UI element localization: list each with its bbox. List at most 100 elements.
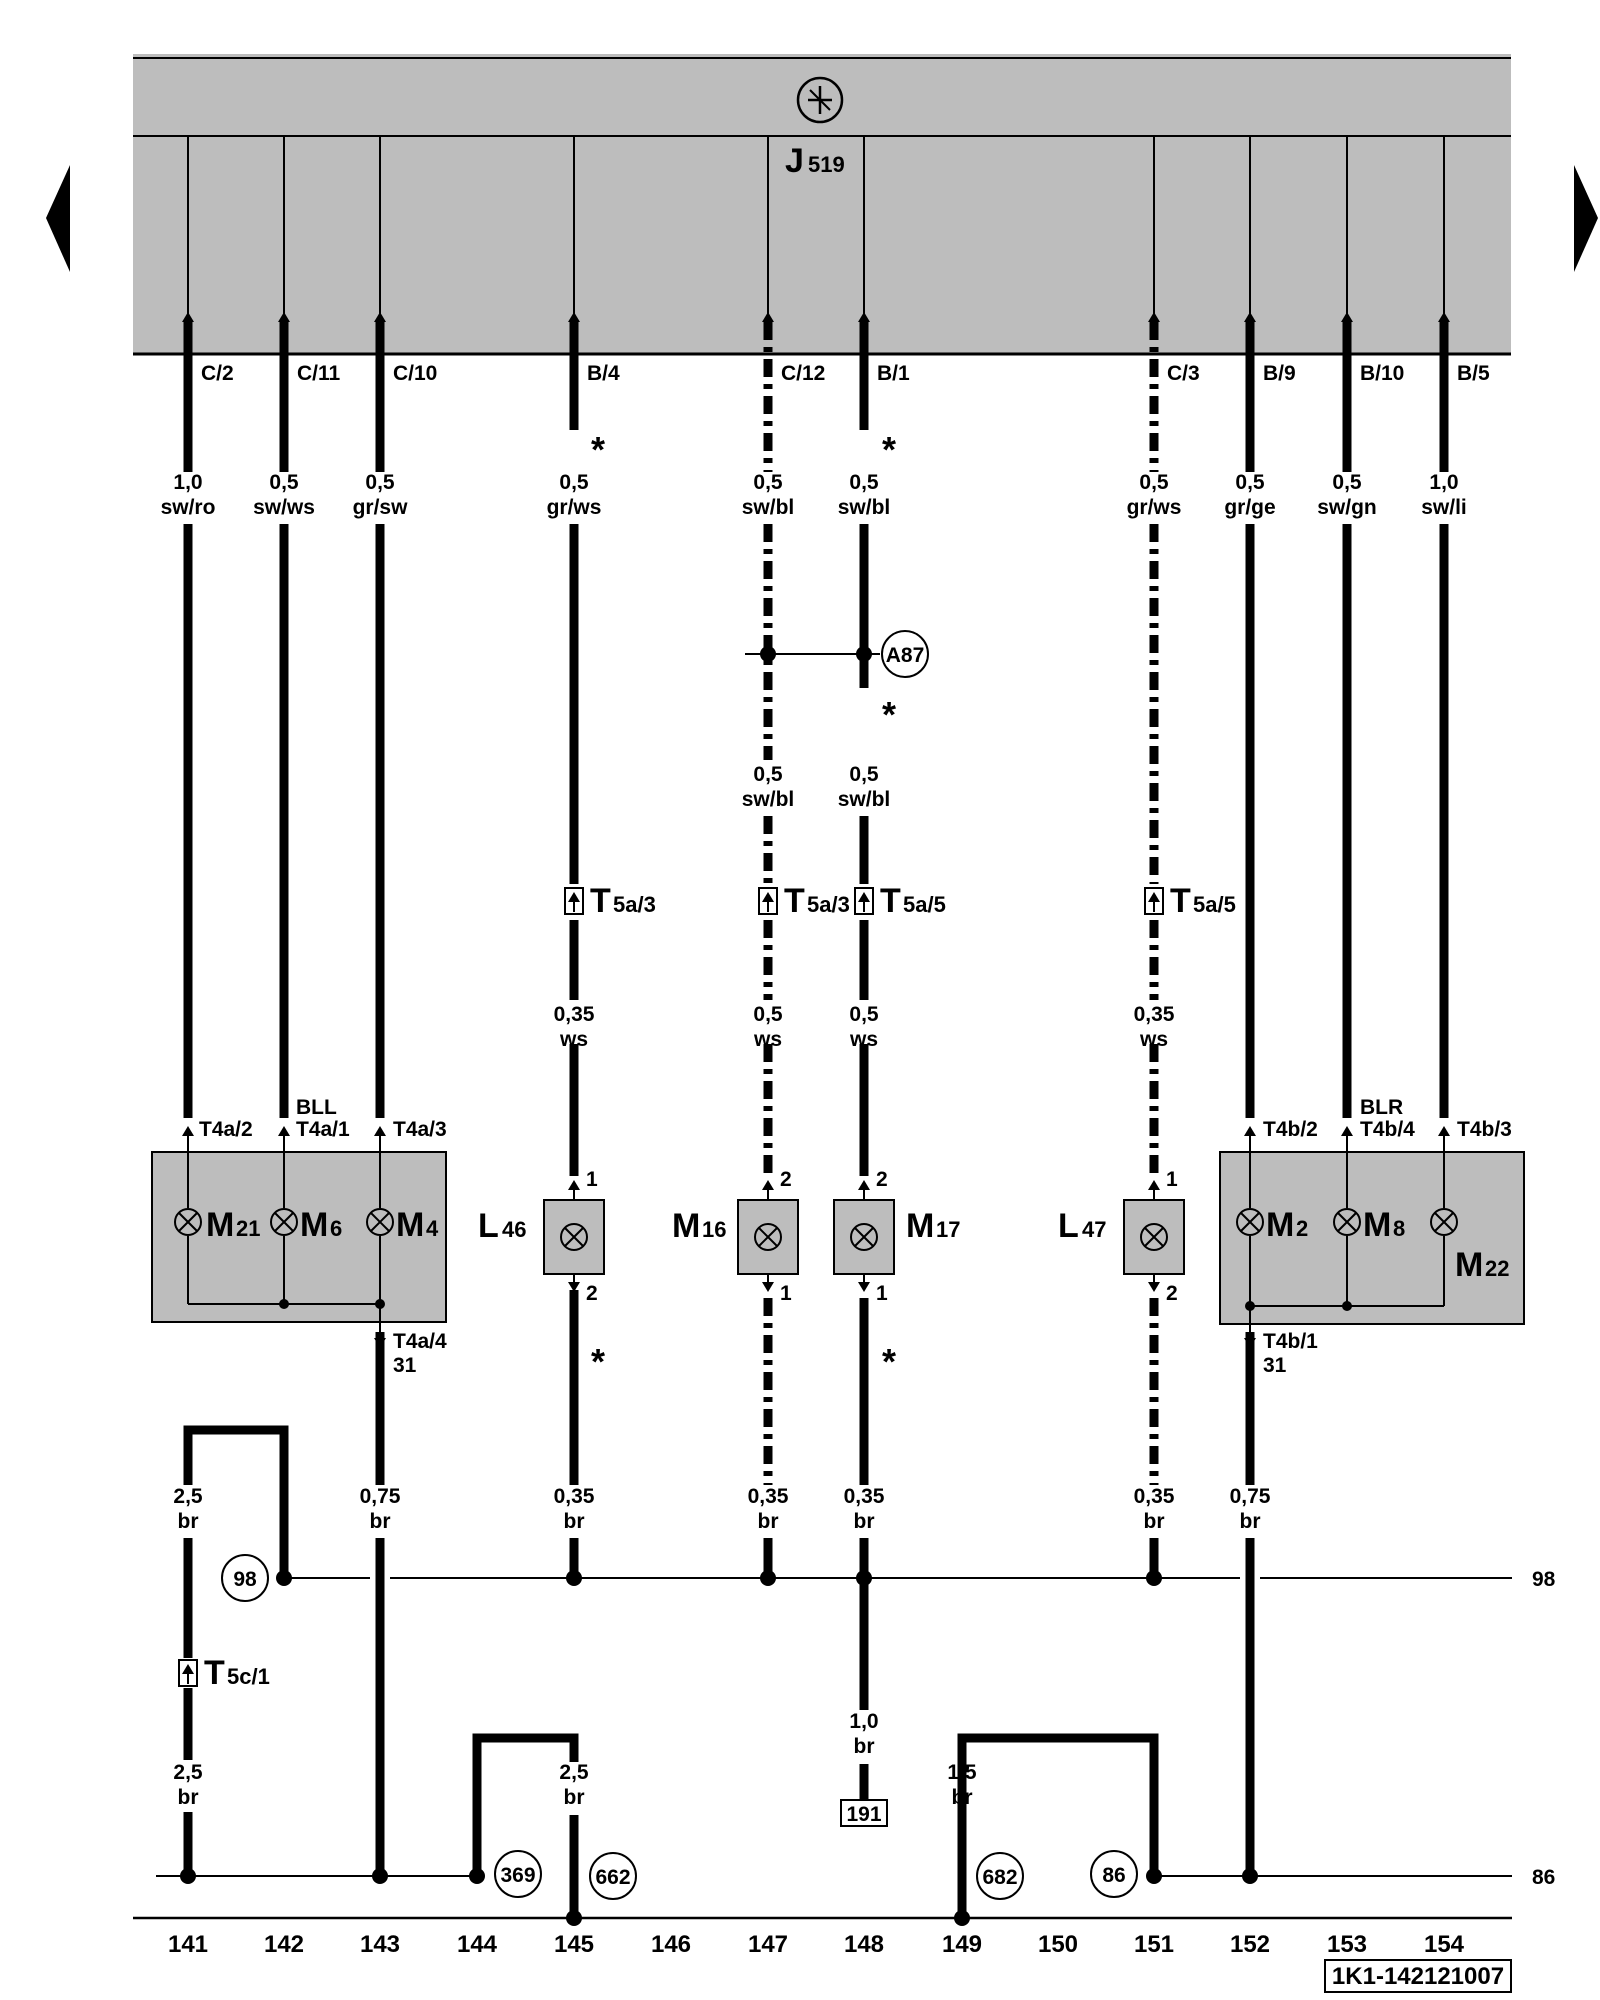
wire-color: sw/gn	[1317, 496, 1377, 519]
diagram-number-box: 1K1-142121007	[1324, 1959, 1512, 1993]
bulb-icon	[1333, 1208, 1361, 1236]
track-number: 150	[1038, 1931, 1078, 1958]
wire-gauge: 0,5	[753, 1003, 783, 1026]
bulb-sub: 4	[426, 1216, 439, 1241]
lamp-letter: M	[672, 1207, 700, 1245]
connector-t5a-letter: T	[784, 882, 805, 920]
ground-pin-label: T4b/1	[1263, 1330, 1318, 1353]
pin-label: T4a/3	[393, 1118, 447, 1141]
wire-color: gr/ws	[547, 496, 602, 519]
wire-color: sw/ro	[161, 496, 216, 519]
pin-number: 2	[780, 1168, 792, 1191]
ground-point-label: 662	[595, 1866, 630, 1889]
wire-color: br	[1144, 1510, 1165, 1533]
connector-t5a-sub: 5a/5	[1193, 892, 1236, 917]
wire-gauge: 2,5	[173, 1761, 203, 1784]
pin-label: C/2	[201, 362, 234, 385]
wire-color: br	[564, 1510, 585, 1533]
reference-box-191: 191	[840, 1799, 888, 1827]
wire-gauge: 0,5	[753, 763, 783, 786]
pin-label: T4b/4	[1360, 1118, 1415, 1141]
prev-page-arrow-icon[interactable]	[46, 165, 70, 272]
pin-number: 2	[876, 1168, 888, 1191]
asterisk-marker: *	[882, 694, 896, 735]
wire-gauge: 0,35	[1134, 1003, 1175, 1026]
wire-gauge: 0,5	[1332, 471, 1362, 494]
ground-bus-98: 98 98	[221, 1554, 1556, 1602]
next-page-arrow-icon[interactable]	[1574, 165, 1598, 272]
pin-label: B/1	[877, 362, 910, 385]
lamp-l46: L 46	[478, 1199, 605, 1275]
bulb-letter: M	[1363, 1206, 1391, 1244]
control-unit-j519: J 519	[133, 54, 1511, 356]
wire-gauge: 2,5	[173, 1485, 203, 1508]
wire-color: gr/ge	[1224, 496, 1275, 519]
track-number: 149	[942, 1931, 982, 1958]
lamp-sub: 47	[1082, 1217, 1106, 1242]
wire-color: br	[758, 1510, 779, 1533]
wire-color: sw/bl	[742, 496, 795, 519]
bulb-sub: 22	[1485, 1256, 1509, 1281]
wire-gauge: 1,0	[173, 471, 202, 494]
lamp-m16: M 16	[672, 1199, 799, 1275]
junction-label: A87	[886, 644, 925, 667]
bulb-letter: M	[300, 1206, 328, 1244]
wire-gauge: 0,35	[554, 1003, 595, 1026]
wire-gauge: 0,75	[1230, 1485, 1271, 1508]
wire-color: sw/bl	[742, 788, 795, 811]
bll-label: BLL	[296, 1096, 337, 1119]
wire-gauge: 0,5	[559, 471, 589, 494]
wire-gauge: 0,35	[554, 1485, 595, 1508]
connector-t5a-sub: 5a/3	[807, 892, 850, 917]
wire-gauge: 0,5	[849, 1003, 879, 1026]
connector-t5a-letter: T	[590, 882, 611, 920]
ground-point-label: 682	[982, 1866, 1017, 1889]
ground-terminal-label: 31	[393, 1354, 417, 1377]
right-lamp-group: M 2 M 8 M 22	[1219, 1151, 1525, 1332]
ground-symbol-icon	[796, 76, 844, 124]
pin-number: 1	[780, 1282, 792, 1305]
ground-point-label: 86	[1102, 1864, 1125, 1887]
bulb-sub: 8	[1393, 1216, 1405, 1241]
track-number: 147	[748, 1931, 788, 1958]
wire-color: br	[370, 1510, 391, 1533]
pin-number: 1	[1166, 1168, 1178, 1191]
ground-bus-86: 369 662 682 86 86	[156, 1850, 1555, 1900]
wire-gauge: 0,5	[849, 763, 879, 786]
connector-t5c: T 5c/1	[178, 1654, 270, 1692]
lamp-m17: M 17	[833, 1199, 960, 1275]
bulb-sub: 21	[236, 1216, 260, 1241]
track-number: 154	[1424, 1931, 1465, 1958]
wire-gauge: 0,35	[748, 1485, 789, 1508]
wire-color: br	[178, 1510, 199, 1533]
lamp-letter: M	[906, 1207, 934, 1245]
wire-gauge: 0,5	[753, 471, 783, 494]
j519-letter: J	[785, 142, 804, 180]
pin-label: C/12	[781, 362, 825, 385]
reference-label: 191	[846, 1803, 881, 1826]
pin-label: C/10	[393, 362, 437, 385]
pin-label: B/5	[1457, 362, 1490, 385]
bulb-letter: M	[1455, 1246, 1483, 1284]
bulb-icon	[1430, 1208, 1458, 1236]
bulb-letter: M	[206, 1206, 234, 1244]
wire-color: br	[178, 1786, 199, 1809]
junction-a87: A87	[745, 630, 929, 678]
track-number: 148	[844, 1931, 884, 1958]
pin-label: T4a/2	[199, 1118, 253, 1141]
connector-t5a-letter: T	[1170, 882, 1191, 920]
pin-number: 2	[1166, 1282, 1178, 1305]
track-number: 142	[264, 1931, 304, 1958]
connector-t5a-sub: 5a/3	[613, 892, 656, 917]
wire-color: br	[854, 1735, 875, 1758]
j519-index: 519	[808, 152, 845, 177]
track-number: 145	[554, 1931, 594, 1958]
bulb-icon	[174, 1208, 202, 1236]
wire-gauge: 1,0	[849, 1710, 878, 1733]
lamp-sub: 16	[702, 1217, 726, 1242]
blr-label: BLR	[1360, 1096, 1403, 1119]
lamp-letter: L	[1058, 1207, 1079, 1245]
bus-label: 86	[1532, 1866, 1555, 1889]
lamp-sub: 46	[502, 1217, 526, 1242]
